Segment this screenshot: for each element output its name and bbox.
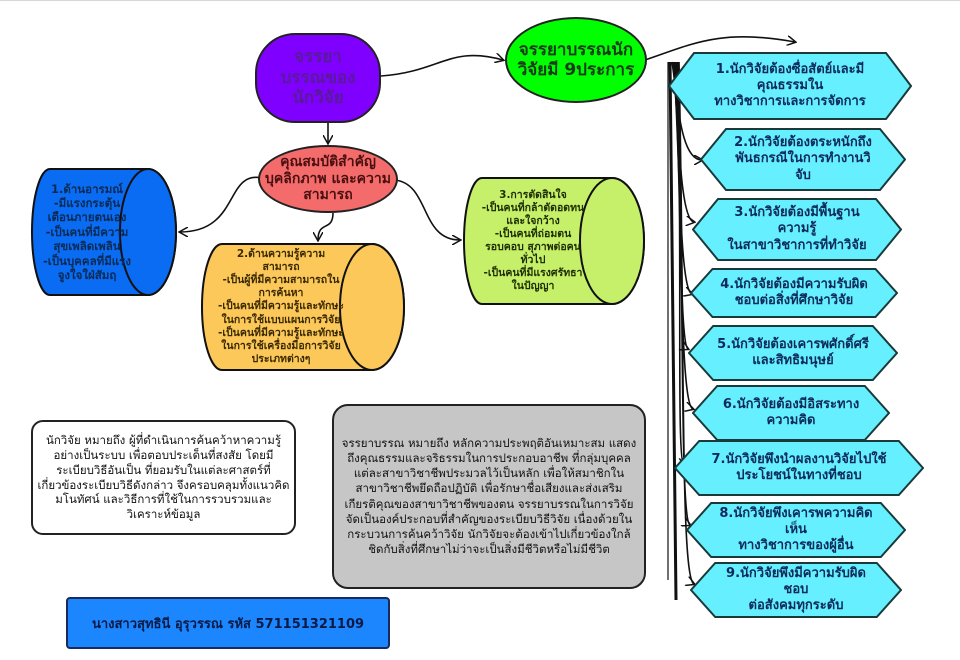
ethics-item-9: 9.นักวิจัยพึงมีความรับผิดชอบต่อสังคมทุกร…	[690, 562, 902, 618]
text-line: ในปัญญา	[511, 280, 555, 293]
ethics-item-5: 5.นักวิจัยต้องเคารพศักดิ์ศรีและสิทธิมนุษ…	[688, 325, 898, 381]
text-line: 6.นักวิจัยต้องมีอิสระทาง	[722, 396, 860, 412]
text-line: รอบคอบ สุภาพต่อคน	[485, 241, 581, 253]
hexagon-shape	[690, 562, 902, 618]
hexagon-shape	[692, 198, 902, 261]
text-line: จูงใจใฝ่สัมฤ	[57, 267, 117, 282]
ethics-item-text: 4.นักวิจัยต้องมีความรับผิดชอบต่อสิ่งที่ศ…	[690, 268, 898, 318]
text-line: ต่อสังคมทุกระดับ	[748, 598, 844, 614]
connector-qualities-to-knowledge	[318, 212, 334, 240]
cylinder-shape	[31, 168, 177, 296]
text-line: -เป็นคนที่กล้าตัดอดทน	[481, 201, 585, 214]
text-line: สามารถ	[262, 261, 300, 274]
text-line: 7.นักวิจัยพึงนำผลงานวิจัยไปใช้	[711, 451, 887, 467]
hexagon-shape	[674, 440, 924, 496]
text-line: -เป็นผู้ที่มีความสามารถใน	[222, 274, 340, 287]
researcher-definition-text: นักวิจัย หมายถึง ผู้ที่ดำเนินการค้นคว้าห…	[37, 432, 290, 522]
text-line: ทางวิชาการของผู้อื่น	[738, 538, 854, 554]
qualities-line: บุคลิกภาพ และความ	[265, 170, 391, 187]
hexagon-shape	[686, 502, 906, 558]
quality-emotion-text: 1.ด้านอารมณ์ -มีแรงกระตุ้น เตือนภายตนเอง…	[34, 167, 140, 297]
connector-qualities-to-decision	[394, 179, 460, 240]
text-line: 3.นักวิจัยต้องมีพื้นฐานความรู้	[734, 205, 860, 237]
text-line: -เป็นคนที่ถ่อมตน	[494, 227, 572, 240]
text-line: พันธกรณีในการทำงานวิจับ	[735, 151, 871, 183]
text-line: 3.การตัดสินใจ	[499, 188, 567, 201]
ethics-item-text: 9.นักวิจัยพึงมีความรับผิดชอบต่อสังคมทุกร…	[690, 562, 902, 618]
researcher-definition-box: นักวิจัย หมายถึง ผู้ที่ดำเนินการค้นคว้าห…	[31, 420, 296, 535]
qualities-line: คุณสมบัติสำคัญ	[280, 153, 376, 170]
ethics-item-1: 1.นักวิจัยต้องซื่อสัตย์และมีคุณธรรมในทาง…	[668, 52, 912, 120]
ethics-item-2: 2.นักวิจัยต้องตระหนักถึงพันธกรณีในการทำง…	[700, 128, 906, 191]
text-line: ประโยชน์ในทางที่ชอบ	[736, 468, 862, 483]
text-line: -เป็นบุคคลที่มีแรง	[43, 253, 131, 268]
ethics-item-text: 7.นักวิจัยพึงนำผลงานวิจัยไปใช้ประโยชน์ใน…	[674, 440, 924, 496]
ethics-item-text: 1.นักวิจัยต้องซื่อสัตย์และมีคุณธรรมในทาง…	[668, 52, 912, 120]
text-line: และสิทธิมนุษย์	[752, 353, 834, 368]
text-line: -เป็นคนที่มีความ	[45, 224, 129, 239]
connector-root-to-ethics	[380, 56, 503, 77]
text-line: สุขเพลิดเพลิน	[53, 239, 121, 254]
text-line: ในการใช้เครื่องมือการวิจัย	[221, 339, 341, 352]
text-line: -เป็นคนที่มีความรู้และทักษะ	[218, 300, 344, 313]
cylinder-shape	[201, 243, 405, 371]
ethics-count-node: จรรยาบรรณนัก วิจัยมี 9ประการ	[505, 17, 647, 103]
text-line: ในการใช้แบบแผนการวิจัย	[221, 313, 341, 326]
author-name-text: นางสาวสุทธินี อุรุวรรณ รหัส 571151321109	[91, 616, 365, 632]
text-line: 9.นักวิจัยพึงมีความรับผิดชอบ	[726, 565, 866, 597]
ethics-definition-box: จรรยาบรรณ หมายถึง หลักความประพฤติอันเหมา…	[332, 404, 646, 589]
quality-decision-text: 3.การตัดสินใจ -เป็นคนที่กล้าตัดอดทน และใ…	[466, 176, 600, 306]
text-line: การค้นหา	[258, 287, 304, 300]
text-line: -มีแรงกระตุ้น	[53, 196, 121, 211]
text-line: 2.ด้านความรู้ความ	[236, 247, 326, 260]
root-line: นักวิจัย	[292, 88, 344, 109]
ethics-item-text: 3.นักวิจัยต้องมีพื้นฐานความรู้ในสาขาวิชา…	[692, 198, 902, 261]
quality-emotion-cylinder: 1.ด้านอารมณ์ -มีแรงกระตุ้น เตือนภายตนเอง…	[30, 167, 178, 297]
quality-knowledge-cylinder: 2.ด้านความรู้ความ สามารถ -เป็นผู้ที่มีคว…	[200, 242, 406, 372]
text-line: 2.นักวิจัยต้องตระหนักถึง	[734, 135, 872, 151]
ethics-item-7: 7.นักวิจัยพึงนำผลงานวิจัยไปใช้ประโยชน์ใน…	[674, 440, 924, 496]
hexagon-shape	[688, 325, 898, 381]
qualities-node: คุณสมบัติสำคัญ บุคลิกภาพ และความ สามารถ	[258, 145, 398, 213]
quality-decision-cylinder: 3.การตัดสินใจ -เป็นคนที่กล้าตัดอดทน และใ…	[462, 176, 646, 306]
text-line: 5.นักวิจัยต้องเคารพศักดิ์ศรี	[717, 336, 869, 352]
text-line: 1.นักวิจัยต้องซื่อสัตย์และมีคุณธรรมใน	[715, 61, 865, 93]
hexagon-shape	[690, 268, 898, 318]
ethics-item-text: 2.นักวิจัยต้องตระหนักถึงพันธกรณีในการทำง…	[700, 128, 906, 191]
ethics-item-4: 4.นักวิจัยต้องมีความรับผิดชอบต่อสิ่งที่ศ…	[690, 268, 898, 318]
ethics-item-text: 5.นักวิจัยต้องเคารพศักดิ์ศรีและสิทธิมนุษ…	[688, 325, 898, 381]
root-node-researcher-ethics: จรรยา บรรณของ นักวิจัย	[255, 33, 381, 123]
top-border	[0, 0, 960, 1]
quality-knowledge-text: 2.ด้านความรู้ความ สามารถ -เป็นผู้ที่มีคว…	[206, 242, 356, 372]
ethics-count-line: จรรยาบรรณนัก	[518, 39, 634, 60]
text-line: ทั่วไป	[520, 254, 546, 267]
qualities-line: สามารถ	[303, 187, 353, 204]
text-line: ชอบต่อสิ่งที่ศึกษาวิจัย	[734, 293, 854, 308]
text-line: -เป็นคนที่มีความรู้และทักษะ	[218, 326, 344, 339]
ethics-count-line: วิจัยมี 9ประการ	[517, 60, 635, 80]
hexagon-shape	[668, 52, 912, 120]
text-line: ประเภทต่างๆ	[251, 352, 311, 365]
ethics-item-text: 6.นักวิจัยต้องมีอิสระทางความคิด	[692, 385, 890, 441]
hexagon-shape	[700, 128, 906, 191]
text-line: และใจกว้าง	[506, 214, 560, 227]
text-line: ความคิด	[766, 413, 816, 428]
ethics-item-text: 8.นักวิจัยพึงเคารพความคิดเห็นทางวิชาการข…	[686, 502, 906, 558]
connector-qualities-to-emotion	[180, 176, 263, 232]
text-line: -เป็นคนที่มีแรงศรัทธา	[483, 267, 583, 280]
root-line: บรรณของ	[280, 67, 356, 88]
text-line: 1.ด้านอารมณ์	[51, 181, 123, 196]
ethics-item-8: 8.นักวิจัยพึงเคารพความคิดเห็นทางวิชาการข…	[686, 502, 906, 558]
ethics-item-3: 3.นักวิจัยต้องมีพื้นฐานความรู้ในสาขาวิชา…	[692, 198, 902, 261]
ethics-definition-text: จรรยาบรรณ หมายถึง หลักความประพฤติอันเหมา…	[341, 435, 637, 557]
text-line: ในสาขาวิชาการที่ทำวิจัย	[727, 237, 867, 253]
text-line: เตือนภายตนเอง	[47, 210, 127, 225]
text-line: 4.นักวิจัยต้องมีความรับผิด	[720, 276, 868, 292]
text-line: ทางวิชาการและการจัดการ	[714, 94, 866, 110]
ethics-item-6: 6.นักวิจัยต้องมีอิสระทางความคิด	[692, 385, 890, 441]
author-name-box: นางสาวสุทธินี อุรุวรรณ รหัส 571151321109	[66, 597, 390, 649]
text-line: 8.นักวิจัยพึงเคารพความคิดเห็น	[719, 505, 873, 537]
cylinder-shape	[463, 177, 645, 305]
root-line: จรรยา	[294, 47, 342, 68]
